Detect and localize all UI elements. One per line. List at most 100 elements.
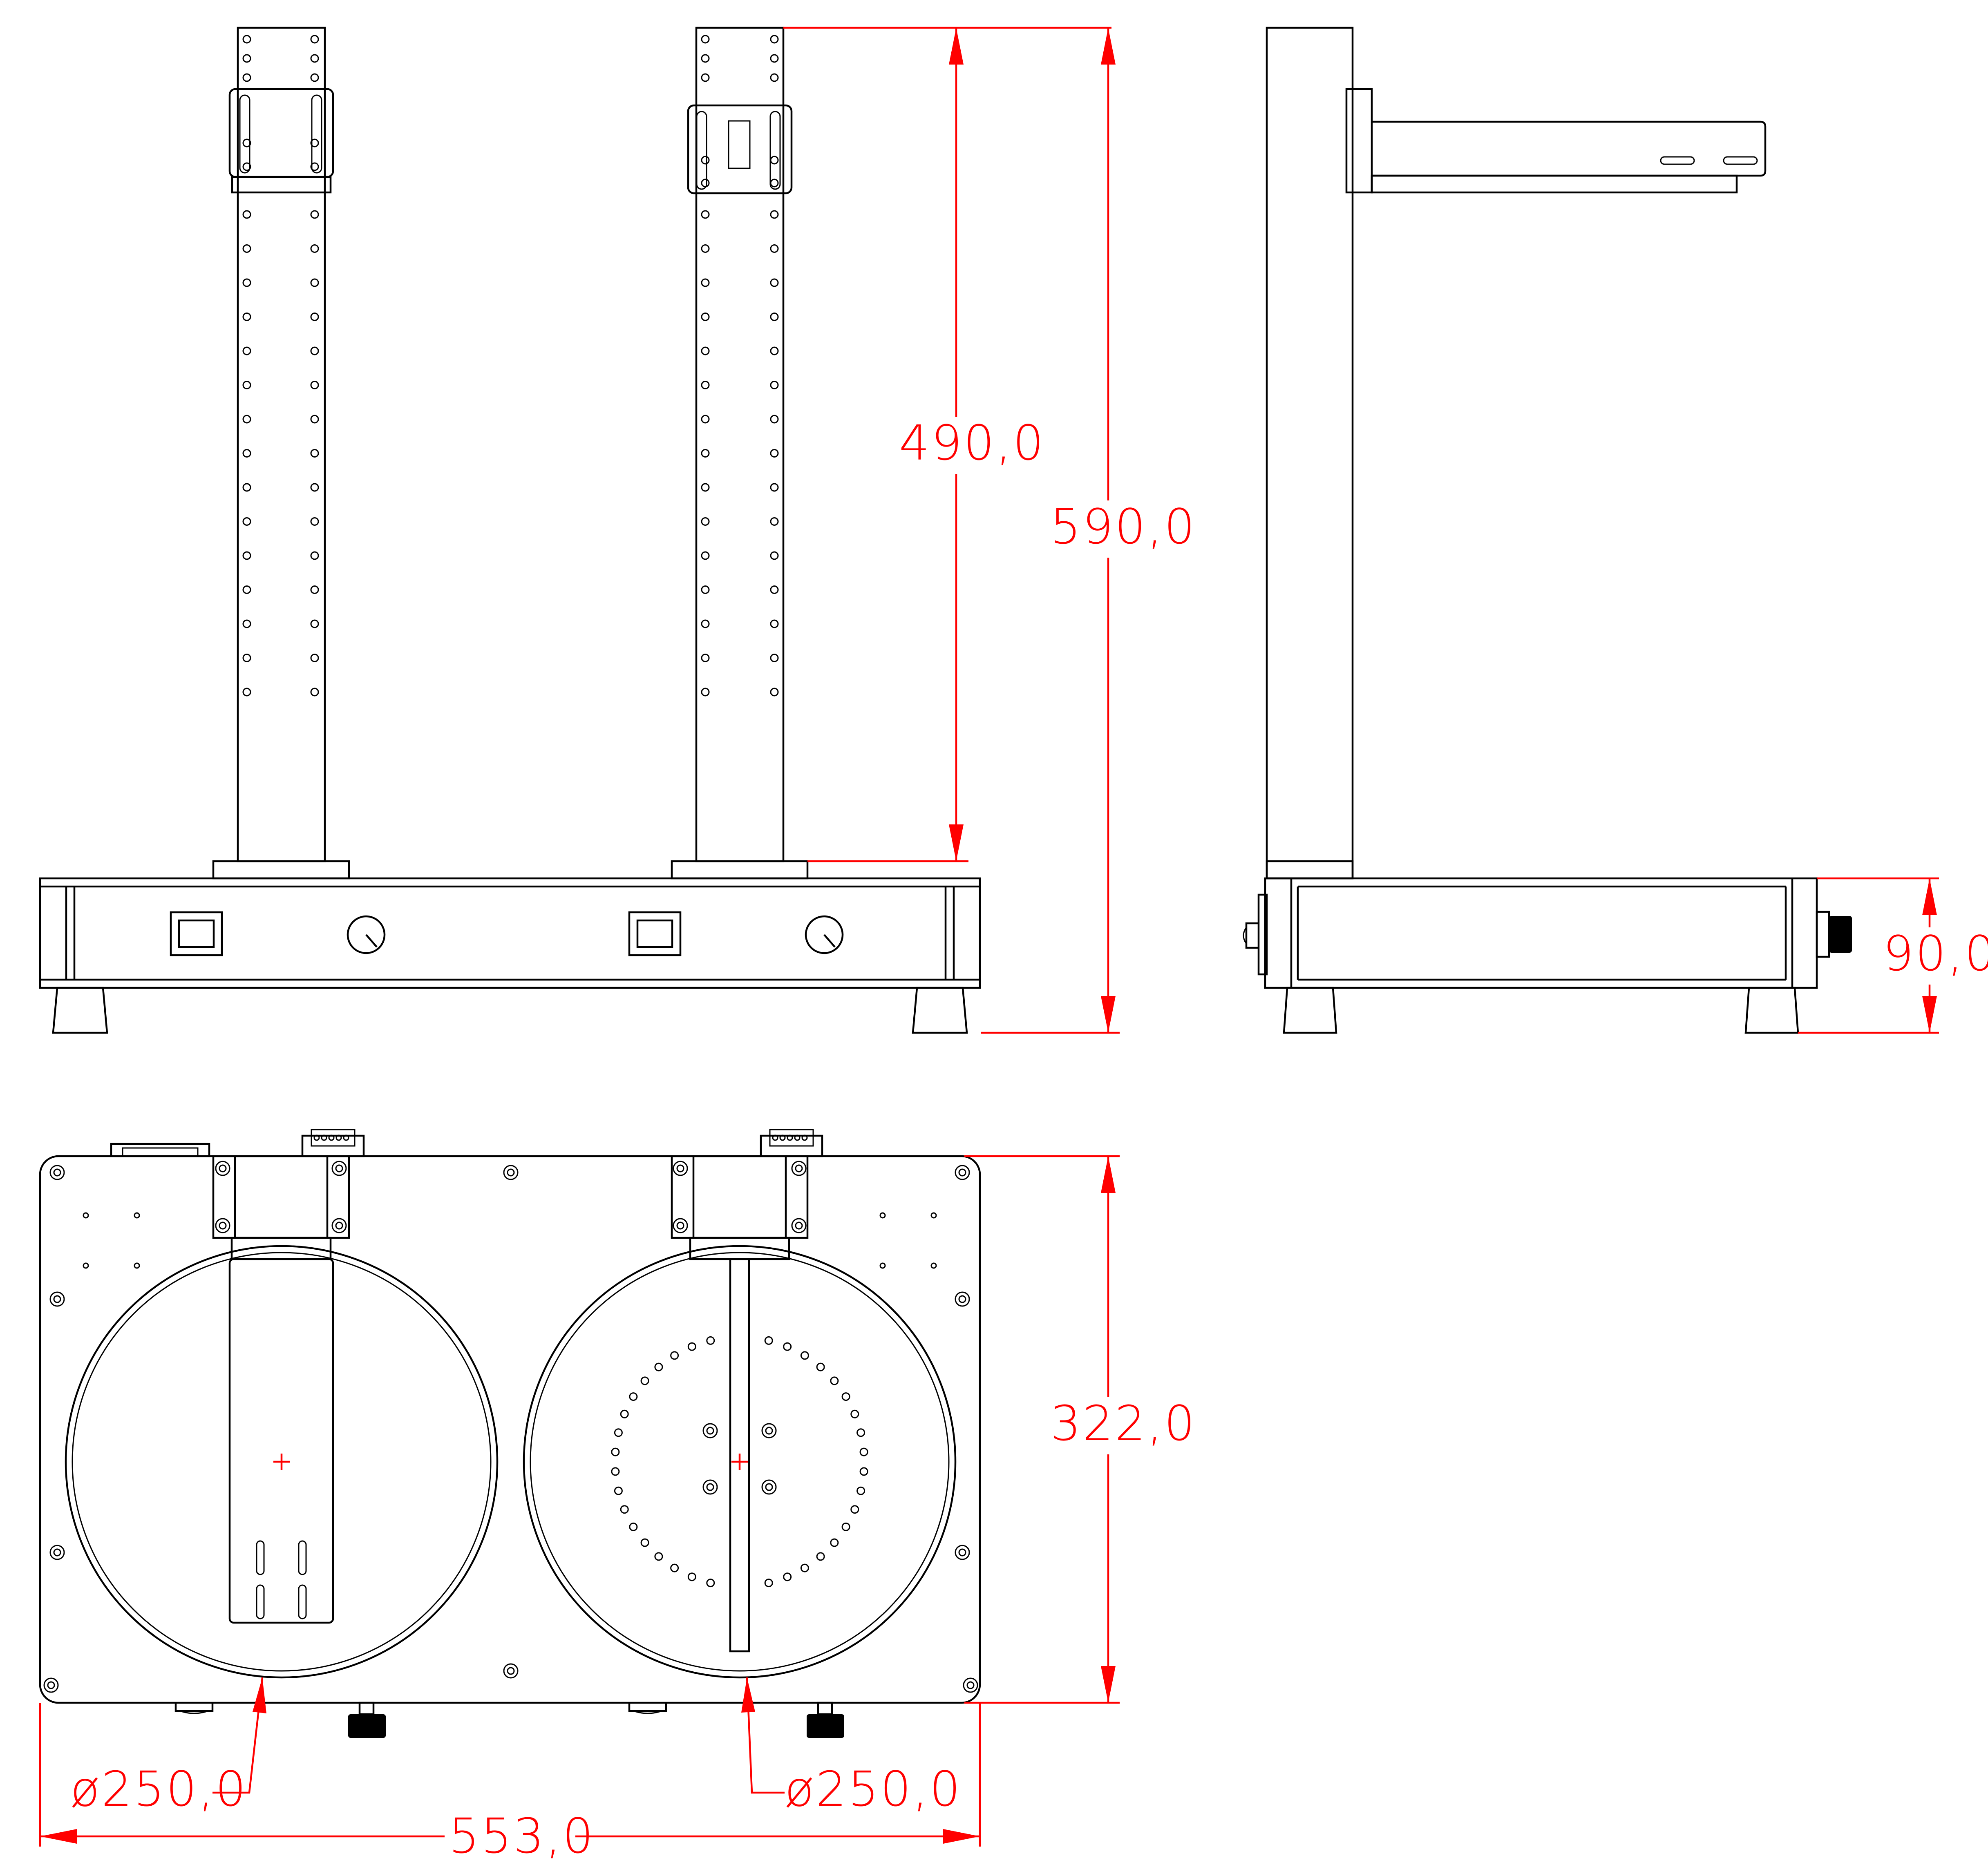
- side-switch: [1257, 893, 1268, 976]
- side-left-foot: [1283, 987, 1337, 1034]
- bolt: [215, 1218, 230, 1233]
- column-hole: [770, 210, 779, 219]
- column-hole: [701, 346, 710, 355]
- column-hole: [242, 449, 251, 458]
- ring-hole: [611, 1467, 620, 1476]
- front-view: [39, 27, 981, 1034]
- column-hole: [310, 449, 319, 458]
- bolt: [673, 1218, 688, 1233]
- column-hole: [310, 54, 319, 63]
- bolt: [673, 1161, 688, 1176]
- column-hole: [770, 35, 779, 44]
- bolt-inner: [795, 1222, 803, 1230]
- column-hole: [770, 54, 779, 63]
- right-bracket-slot: [696, 111, 707, 190]
- ring-hole: [800, 1563, 809, 1572]
- bolt: [49, 1545, 65, 1560]
- column-hole: [310, 381, 319, 389]
- column-hole: [770, 483, 779, 492]
- dimension-annotations: 490,0 590,0 90,0 322,0 ø250,0 ø250,0: [39, 27, 1988, 1867]
- column-hole: [770, 585, 779, 594]
- ring-hole: [856, 1486, 865, 1495]
- bolt: [955, 1165, 970, 1180]
- column-hole: [770, 517, 779, 526]
- column-hole: [701, 415, 710, 424]
- corner-hole: [879, 1212, 886, 1219]
- dsub-pin: [801, 1134, 808, 1141]
- dim-column-height: 490,0: [899, 415, 1045, 471]
- arm-slot: [298, 1540, 307, 1575]
- left-bracket-slot: [239, 94, 250, 174]
- bolt-inner: [507, 1168, 515, 1177]
- bolt-inner: [676, 1222, 684, 1230]
- corner-hole: [930, 1212, 937, 1219]
- bolt: [49, 1291, 65, 1307]
- column-hole: [770, 73, 779, 82]
- corner-hole: [83, 1212, 89, 1219]
- column-hole: [770, 415, 779, 424]
- ring-hole: [856, 1428, 865, 1437]
- ring-hole: [783, 1572, 792, 1581]
- bolt-inner: [335, 1222, 343, 1230]
- ring-hole: [764, 1579, 773, 1588]
- dsub-pin: [779, 1134, 786, 1141]
- arm-slot: [1723, 156, 1758, 165]
- column-hole: [770, 688, 779, 697]
- ring-hole: [654, 1552, 663, 1561]
- left-switch: [170, 911, 223, 956]
- column-hole: [242, 517, 251, 526]
- column-hole: [310, 619, 319, 628]
- right-top-mount: [671, 1155, 809, 1239]
- ring-hole: [841, 1522, 850, 1531]
- side-base: [1264, 877, 1818, 989]
- bolt: [43, 1677, 59, 1693]
- bolt-inner: [53, 1168, 61, 1177]
- front-right-foot: [912, 987, 968, 1034]
- column-hole: [770, 278, 779, 287]
- ring-hole: [816, 1552, 825, 1561]
- bolt: [702, 1479, 718, 1495]
- right-top-arm: [729, 1258, 750, 1653]
- top-view: [39, 1129, 981, 1738]
- ring-hole: [764, 1336, 773, 1345]
- column-hole: [310, 654, 319, 662]
- column-hole: [701, 54, 710, 63]
- side-connector: [1816, 911, 1830, 958]
- bolt-inner: [219, 1222, 227, 1230]
- dsub-pin: [335, 1134, 342, 1141]
- ring-hole: [783, 1342, 792, 1351]
- dim-total-height: 590,0: [1050, 498, 1196, 555]
- column-hole: [242, 585, 251, 594]
- bolt-inner: [507, 1667, 515, 1675]
- left-column-holes: [242, 35, 319, 697]
- bolt: [503, 1663, 519, 1679]
- ring-hole: [706, 1579, 715, 1588]
- column-hole: [242, 210, 251, 219]
- ring-hole: [816, 1362, 825, 1371]
- arm-slot: [298, 1584, 307, 1619]
- column-hole: [310, 346, 319, 355]
- front-base: [39, 877, 981, 989]
- ring-hole: [706, 1336, 715, 1345]
- bolt: [791, 1161, 807, 1176]
- bolt-inner: [765, 1483, 773, 1491]
- left-column-foot-plate: [212, 860, 350, 880]
- corner-hole: [930, 1262, 937, 1269]
- bottom-knob-right-cap: [807, 1714, 844, 1738]
- top-connector-left: [110, 1143, 210, 1157]
- mounting-bolts: [43, 1161, 978, 1693]
- ring-hole: [620, 1409, 629, 1418]
- ring-hole: [670, 1563, 679, 1572]
- column-hole: [310, 415, 319, 424]
- bracket-screw: [242, 162, 251, 171]
- arm-slot: [1660, 156, 1695, 165]
- bracket-screw: [770, 179, 779, 188]
- dim-base-depth: 322,0: [1050, 1395, 1196, 1452]
- column-hole: [770, 619, 779, 628]
- bolt-inner: [765, 1427, 773, 1435]
- dim-right-platter-diameter: ø250,0: [785, 1761, 962, 1817]
- bottom-knob-right: [817, 1702, 833, 1715]
- right-bracket-slot: [769, 111, 781, 190]
- column-hole: [770, 313, 779, 321]
